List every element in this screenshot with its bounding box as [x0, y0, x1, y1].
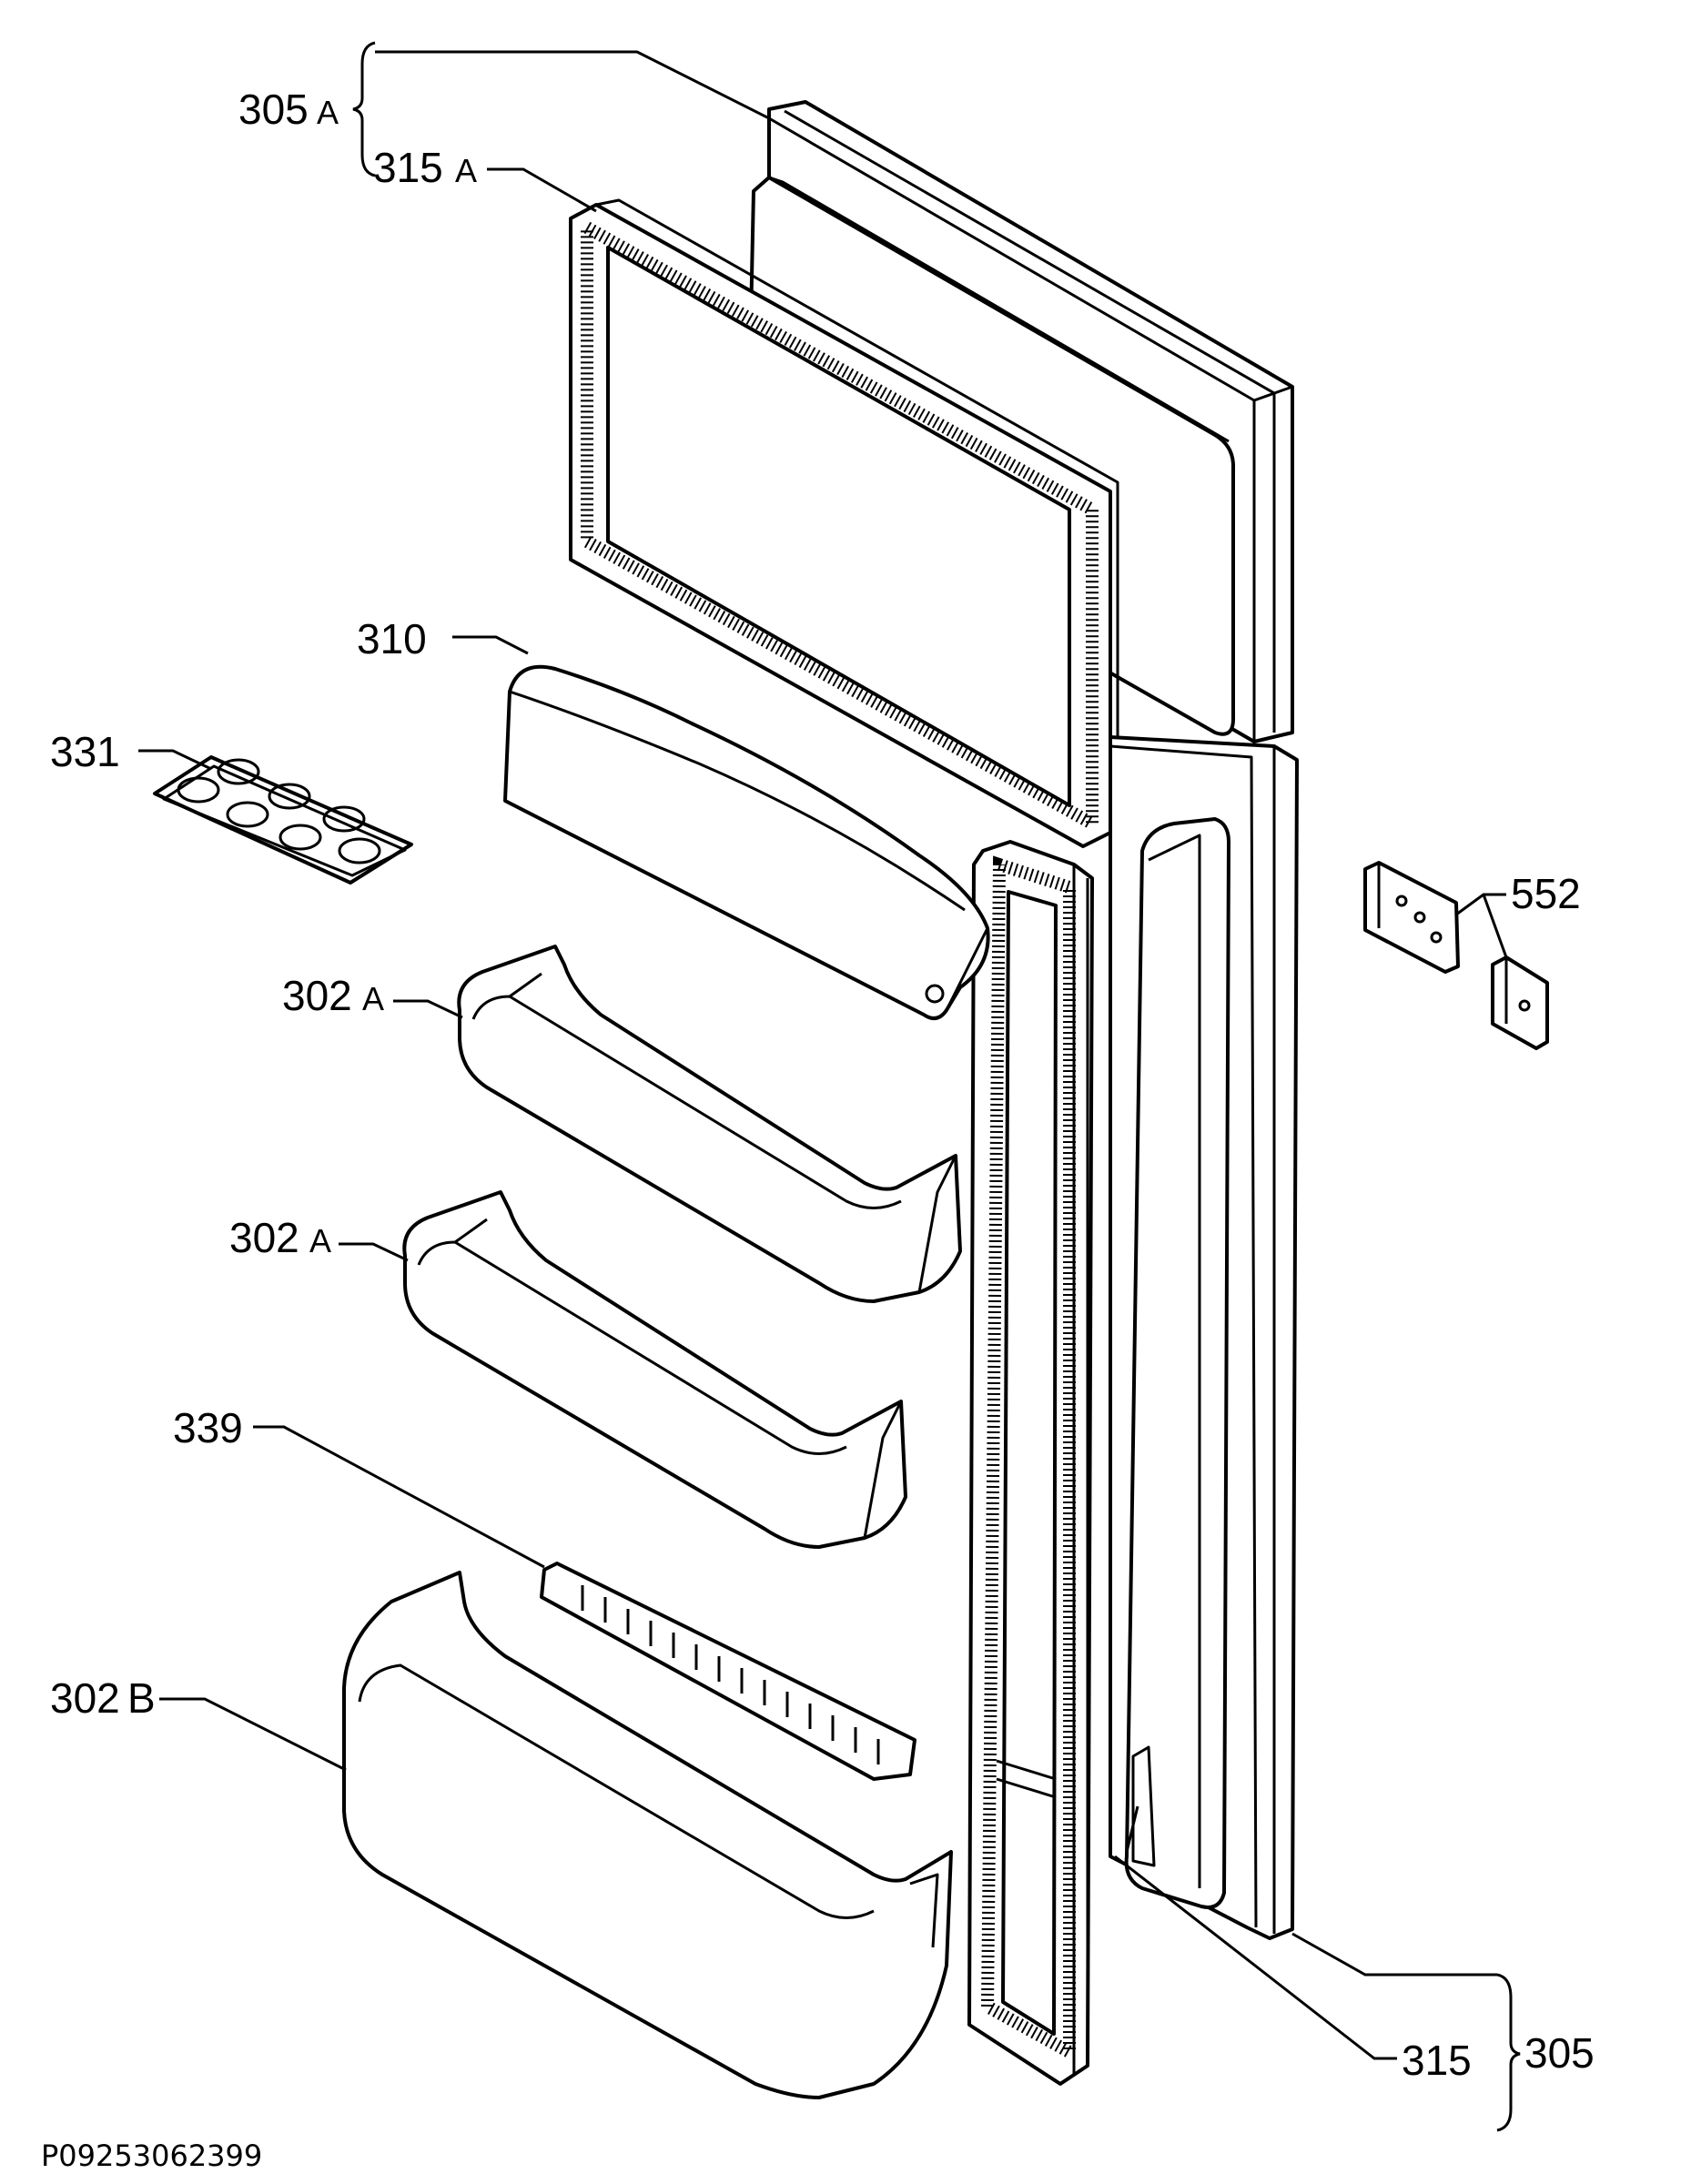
door-shelf-302a-lower [402, 1190, 907, 1549]
leader-310 [452, 635, 529, 655]
leader-305a [375, 50, 770, 120]
label-331: 331 [50, 728, 120, 775]
label-302b-number: 302 [50, 1674, 120, 1722]
door-shelf-302a-upper [457, 945, 962, 1303]
leader-302b [159, 1697, 347, 1772]
label-302a-upper-suffix: A [362, 980, 384, 1017]
leader-302a-2 [339, 1242, 409, 1262]
leader-552-b [1482, 894, 1508, 958]
leader-305 [1291, 1932, 1497, 1977]
dairy-cover-310 [503, 664, 990, 1020]
label-552: 552 [1511, 870, 1581, 917]
label-315a-number: 315 [373, 144, 443, 191]
leader-lines [138, 41, 1521, 2132]
leader-302a-1 [393, 999, 463, 1019]
label-305a-number: 305 [238, 86, 309, 133]
label-315a-suffix: A [455, 152, 477, 189]
hinge-552 [1363, 861, 1549, 1050]
fridge-door-305 [1109, 735, 1299, 1940]
fridge-gasket-315 [967, 840, 1094, 2086]
label-302a-upper-number: 302 [282, 972, 352, 1019]
leader-552-a [1455, 893, 1506, 916]
label-339: 339 [173, 1404, 243, 1451]
label-315: 315 [1402, 2037, 1472, 2084]
leader-331 [138, 749, 212, 771]
leader-315a [487, 167, 597, 213]
label-302a-lower-number: 302 [229, 1214, 299, 1261]
bottle-bin-302b [342, 1571, 953, 2099]
leader-339 [253, 1425, 545, 1569]
brace-305 [1496, 1973, 1521, 2132]
part-labels: 305 A 315 A 310 331 302 A 302 A 339 302 … [41, 86, 1595, 2173]
label-310: 310 [357, 615, 427, 662]
label-305: 305 [1524, 2029, 1595, 2077]
label-302a-lower-suffix: A [309, 1222, 331, 1259]
brace-305a [352, 41, 376, 177]
label-305a-suffix: A [317, 94, 339, 131]
label-302b-suffix: B [127, 1674, 156, 1722]
bottle-divider-339 [540, 1562, 916, 1781]
leader-315 [1114, 1855, 1397, 2060]
egg-tray-331 [153, 755, 413, 885]
drawing-code: P09253062399 [41, 2138, 262, 2173]
